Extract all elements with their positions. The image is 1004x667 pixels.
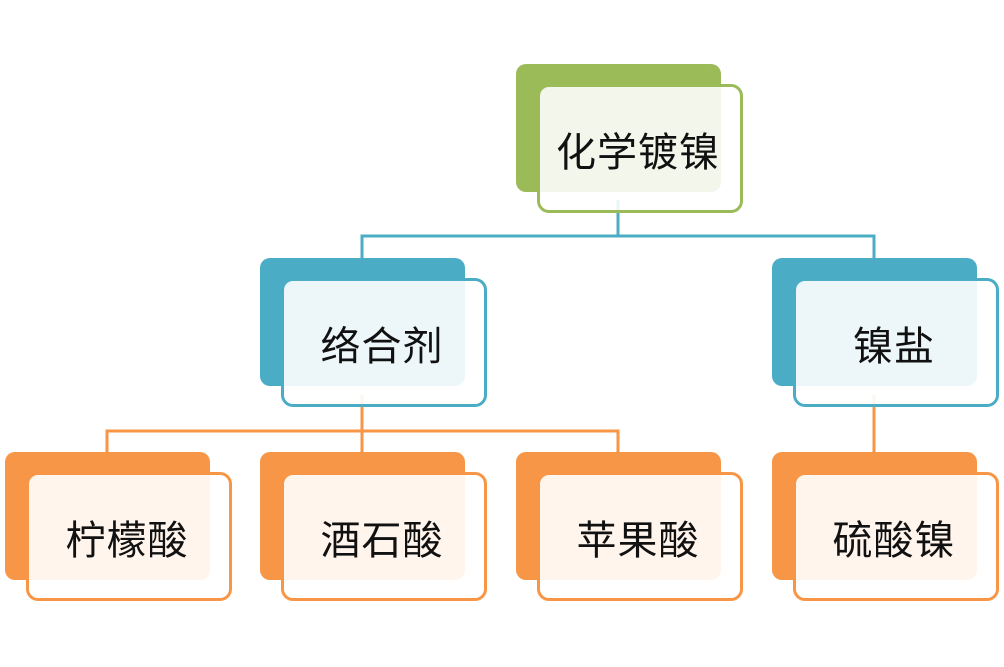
node-label: 柠檬酸 [65,517,189,564]
node-label: 酒石酸 [320,517,444,564]
level2-connectors [105,395,876,454]
node-label: 硫酸镍 [832,517,956,564]
node-front-box: 镍盐 [793,278,999,407]
node-label: 络合剂 [320,323,444,370]
node-front-box: 络合剂 [281,278,487,407]
node-front-box: 硫酸镍 [793,472,999,601]
node-label: 苹果酸 [576,517,700,564]
node-front-box: 酒石酸 [281,472,487,601]
node-front-box: 化学镀镍 [537,84,743,213]
node-label: 化学镀镍 [556,129,720,176]
root-connectors [360,200,876,260]
connector-root-to-complexing-agent [360,234,618,260]
connector-to-malic-acid [360,395,620,454]
node-front-box: 苹果酸 [537,472,743,601]
node-front-box: 柠檬酸 [26,472,232,601]
connector-to-citric-acid [105,429,362,454]
node-label: 镍盐 [853,323,935,370]
connector-root-to-nickel-salt [616,200,876,260]
